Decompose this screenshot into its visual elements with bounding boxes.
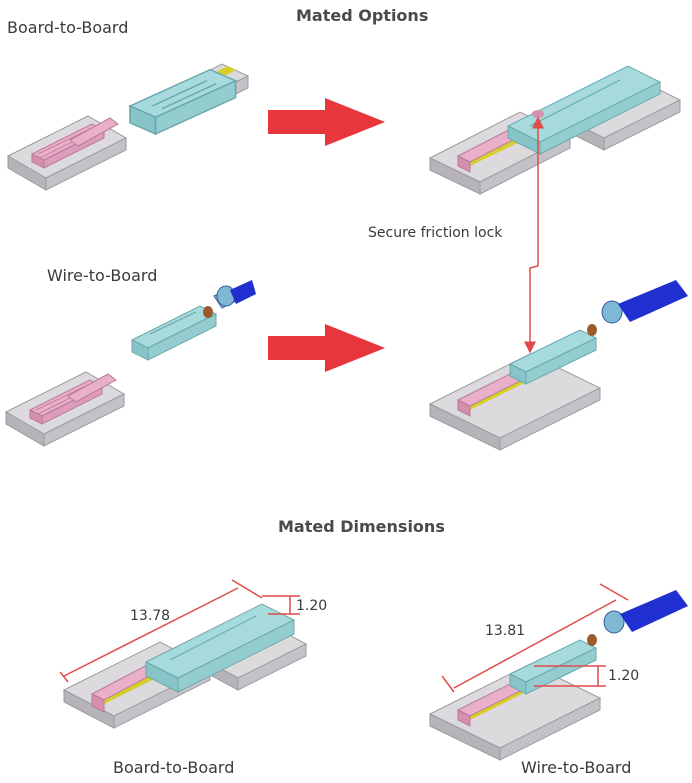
btb-height-dimension: 1.20 (296, 598, 328, 614)
btb-unmated-illustration (7, 63, 250, 191)
wtb-mated-illustration (428, 280, 688, 451)
wire-to-board-label-top: Wire-to-Board (47, 266, 158, 285)
board-to-board-label-top: Board-to-Board (7, 18, 129, 37)
wtb-length-dimension: 13.81 (485, 623, 526, 639)
right-arrow-top (268, 98, 385, 146)
board-to-board-label-bottom: Board-to-Board (113, 758, 235, 777)
wtb-dimension-illustration (428, 583, 688, 761)
friction-lock-label: Secure friction lock (368, 225, 503, 241)
btb-mated-illustration (428, 65, 682, 195)
mated-dimensions-title: Mated Dimensions (278, 517, 445, 536)
friction-lock-indicator (524, 116, 544, 354)
btb-length-dimension: 13.78 (130, 608, 171, 624)
right-arrow-middle (268, 324, 385, 372)
wtb-unmated-illustration (5, 280, 256, 447)
wtb-height-dimension: 1.20 (608, 668, 640, 684)
mated-options-title: Mated Options (296, 6, 429, 25)
wire-to-board-label-bottom: Wire-to-Board (521, 758, 632, 777)
btb-dimension-illustration (59, 579, 308, 729)
